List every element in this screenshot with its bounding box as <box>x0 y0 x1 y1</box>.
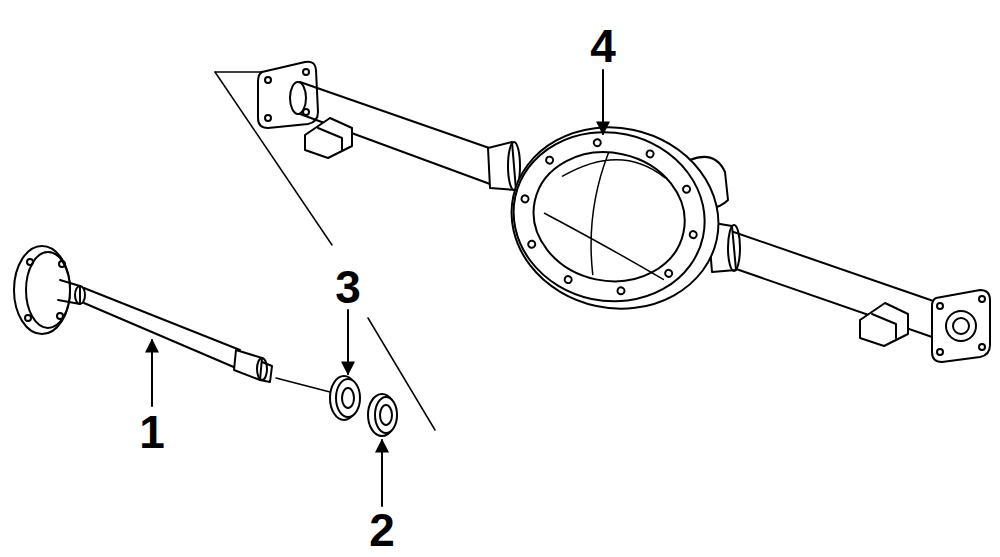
axle-shaft <box>14 246 330 392</box>
callout-number: 3 <box>335 264 361 310</box>
callout-number: 1 <box>139 409 165 455</box>
bearing <box>330 376 360 420</box>
seal <box>368 394 397 436</box>
leader-lines <box>152 70 603 506</box>
bracket-lines <box>215 72 435 430</box>
axle-housing <box>258 62 990 362</box>
callout-number: 2 <box>369 507 395 553</box>
callout-number: 4 <box>590 23 616 69</box>
